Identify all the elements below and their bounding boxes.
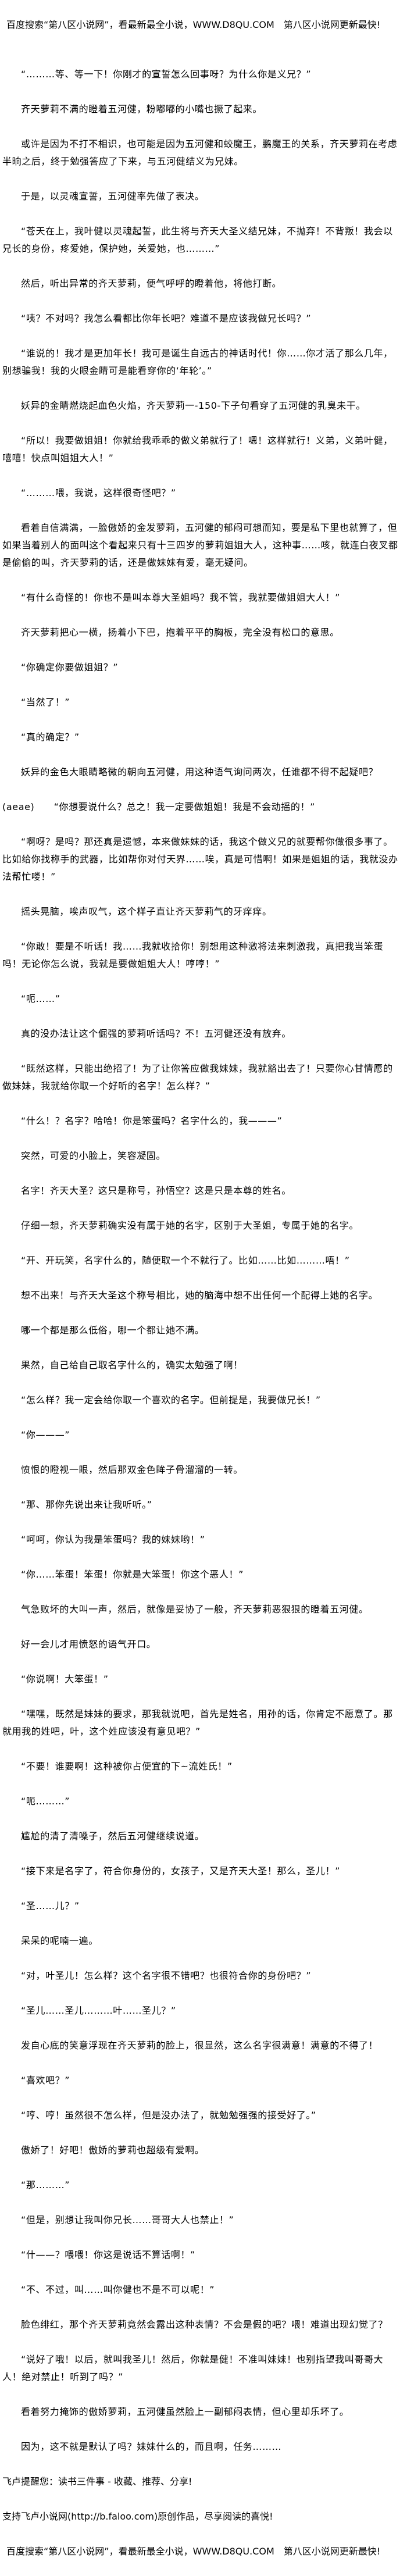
- chapter-paragraph: “………等、等一下！你刚才的宣誓怎么回事呀？为什么你是义兄？”: [21, 69, 312, 80]
- chapter-paragraph: “那………”: [21, 2179, 70, 2190]
- chapter-paragraph: “怎么样？我一定会给你取一个喜欢的名字。但前提是，我要做兄长！”: [21, 1394, 321, 1405]
- chapter-paragraph: 妖异的金睛燃烧起血色火焰，齐天萝莉一-150-下子句看穿了五河健的乳臭未干。: [21, 400, 366, 411]
- chapter-paragraph: 突然，可爱的小脸上，笑容凝固。: [21, 1150, 166, 1161]
- chapter-paragraph: “什——？喂喂！你这是说话不算话啊！”: [21, 2249, 195, 2260]
- chapter-paragraph: “嘿嘿，既然是妹妹的要求，那我就说吧，首先是姓名，用孙的话，你肯定不愿意了。那就…: [2, 1708, 393, 1737]
- chapter-paragraph: 尴尬的清了清嗓子，然后五河健继续说道。: [21, 1831, 205, 1842]
- chapter-paragraph: “当然了！”: [21, 697, 70, 708]
- chapter-paragraph: “咦？不对吗？我怎么看都比你年长吧？难道不是应该我做兄长吗？”: [21, 313, 312, 324]
- chapter-paragraph: 摇头晃脑，唉声叹气，这个样子直让齐天萝莉气的牙痒痒。: [21, 906, 272, 917]
- site-banner-top: 百度搜索“第八区小说网”，看最新最全小说，WWW.D8QU.COM 第八区小说网…: [6, 19, 381, 30]
- chapter-paragraph: 妖异的金色大眼睛略微的朝向五河健，用这种语气询问两次，任谁都不得不起疑吧？: [21, 766, 379, 777]
- chapter-paragraph: 傲娇了！好吧！傲娇的萝莉也超级有爱啊。: [21, 2145, 205, 2156]
- chapter-body: “………等、等一下！你刚才的宣誓怎么回事呀？为什么你是义兄？” 齐天萝莉不满的瞪着…: [2, 66, 402, 2456]
- chapter-paragraph: “所以！我要做姐姐！你就给我乖乖的做义弟就行了！嗯！这样就行！义弟，义弟叶健，嘻…: [2, 435, 393, 463]
- chapter-paragraph: 或许是因为不打不相识，也可能是因为五河健和蛟魔王，鹏魔王的关系，齐天萝莉在考虑半…: [2, 138, 398, 167]
- chapter-paragraph: “那、那你先说出来让我听听。”: [21, 1499, 152, 1510]
- chapter-paragraph: “呃……”: [21, 993, 60, 1004]
- chapter-paragraph: “你敢！要是不听话！我……我就收拾你！别想用这种激将法来刺激我，真把我当笨蛋吗！…: [2, 941, 384, 969]
- faloo-reminder: 飞卢提醒您：读书三件事 - 收藏、推荐、分享!: [2, 2476, 192, 2487]
- chapter-paragraph: “但是，别想让我叫你兄长……哥哥大人也禁止！”: [21, 2214, 234, 2225]
- chapter-paragraph: 仔细一想，齐天萝莉确实没有属于她的名字，区别于大圣姐，专属于她的名字。: [21, 1220, 359, 1231]
- chapter-paragraph: 哪一个都是那么低俗，哪一个都让她不满。: [21, 1325, 205, 1336]
- chapter-paragraph: “谁说的！我才是更加年长！我可是诞生自远古的神话时代！你……你才活了那么几年，别…: [2, 348, 393, 376]
- chapter-paragraph: “有什么奇怪的！你也不是叫本尊大圣姐吗？我不管，我就要做姐姐大人！”: [21, 592, 340, 603]
- chapter-paragraph: “说好了哦！以后，就叫我圣儿！然后，你就是健！不准叫妹妹！也别指望我叫哥哥大人！…: [2, 2354, 384, 2382]
- chapter-paragraph: “开、开玩笑，名字什么的，随便取一个不就行了。比如……比如………唔！”: [21, 1255, 350, 1266]
- chapter-paragraph: “圣儿……圣儿………叶……圣儿？”: [21, 2005, 176, 2016]
- chapter-paragraph: “你———”: [21, 1429, 70, 1440]
- chapter-paragraph: “你说啊！大笨蛋！”: [21, 1674, 109, 1685]
- chapter-paragraph: “对，叶圣儿！怎么样？这个名字很不错吧？也很符合你的身份吧？”: [21, 1970, 312, 1981]
- chapter-paragraph: “真的确定？”: [21, 732, 80, 743]
- chapter-paragraph: 呆呆的呢喃一遍。: [21, 1935, 98, 1946]
- chapter-paragraph: 发自心底的笑意浮现在齐天萝莉的脸上，很显然，这么名字很满意！满意的不得了！: [21, 2040, 379, 2051]
- chapter-paragraph: 齐天萝莉不满的瞪着五河健，粉嘟嘟的小嘴也撅了起来。: [21, 104, 263, 115]
- chapter-paragraph: “你……笨蛋！笨蛋！你就是大笨蛋！你这个恶人！”: [21, 1569, 244, 1580]
- chapter-paragraph: 脸色绯红，那个齐天萝莉竟然会露出这种表情？不会是假的吧？喂！难道出现幻觉了？: [21, 2319, 388, 2330]
- chapter-paragraph: 齐天萝莉把心一横，扬着小下巴，抱着平平的胸板，完全没有松口的意思。: [21, 627, 340, 638]
- chapter-paragraph: 然后，听出异常的齐天萝莉，便气呼呼的瞪着他，将他打断。: [21, 278, 282, 289]
- chapter-paragraph: “圣……儿？”: [21, 1900, 80, 1911]
- chapter-paragraph: “啊呀？是吗？那还真是遗憾，本来做妹妹的话，我这个做义兄的就要帮你做很多事了。比…: [2, 836, 398, 882]
- chapter-paragraph: (aeae) “你想要说什么？总之！我一定要做姐姐！我是不会动摇的！”: [2, 801, 315, 812]
- chapter-paragraph: “哼、哼！虽然很不怎么样，但是没办法了，就勉勉强强的接受好了。”: [21, 2110, 316, 2121]
- chapter-paragraph: “苍天在上，我叶健以灵魂起誓，此生将与齐天大圣义结兄妹，不抛弃！不背叛！我会以兄…: [2, 226, 393, 254]
- chapter-paragraph: 想不出来！与齐天大圣这个称号相比，她的脑海中想不出任何一个配得上她的名字。: [21, 1290, 379, 1301]
- chapter-paragraph: 于是，以灵魂宣誓，五河健率先做了表决。: [21, 191, 205, 202]
- chapter-paragraph: “接下来是名字了，符合你身份的，女孩子，又是齐天大圣！那么，圣儿！”: [21, 1865, 340, 1876]
- chapter-paragraph: 名字！齐天大圣？这只是称号，孙悟空？这是只是本尊的姓名。: [21, 1185, 291, 1196]
- chapter-paragraph: “既然这样，只能出绝招了！为了让你答应做我妹妹，我就豁出去了！只要你心甘情愿的做…: [2, 1063, 393, 1091]
- chapter-paragraph: 真的没办法让这个倔强的萝莉听话吗？不！五河健还没有放弃。: [21, 1028, 291, 1039]
- chapter-paragraph: 看着努力掩饰的傲娇萝莉，五河健虽然脸上一副郁闷表情，但心里却乐坏了。: [21, 2406, 349, 2417]
- chapter-paragraph: 好一会儿才用愤怒的语气开口。: [21, 1639, 156, 1650]
- chapter-paragraph: 果然，自己给自己取名字什么的，确实太勉强了啊！: [21, 1360, 243, 1371]
- chapter-paragraph: 气急败坏的大叫一声，然后，就像是妥协了一般，齐天萝莉恶狠狠的瞪着五河健。: [21, 1604, 369, 1615]
- chapter-paragraph: 因为，这不就是默认了吗？妹妹什么的，而且啊，任务………: [21, 2441, 282, 2452]
- chapter-paragraph: “你确定你要做姐姐？”: [21, 662, 119, 673]
- chapter-paragraph: “不要！谁要啊！这种被你占便宜的下~流姓氏！”: [21, 1761, 233, 1772]
- chapter-paragraph: “什么！？名字？哈哈！你是笨蛋吗？名字什么的，我———”: [21, 1115, 283, 1126]
- chapter-paragraph: “………喂，我说，这样很奇怪吧？”: [21, 487, 176, 498]
- site-banner-bottom: 百度搜索“第八区小说网”，看最新最全小说，WWW.D8QU.COM 第八区小说网…: [6, 2546, 381, 2557]
- chapter-paragraph: 看着自信满满，一脸傲娇的金发萝莉，五河健的郁闷可想而知，要是私下里也就算了，但如…: [2, 522, 398, 568]
- chapter-paragraph: 愤恨的瞪视一眼，然后那双金色眸子骨溜溜的一转。: [21, 1464, 243, 1475]
- chapter-paragraph: “喜欢吧？”: [21, 2075, 70, 2086]
- chapter-paragraph: “呃………”: [21, 1796, 70, 1807]
- faloo-support-notice: 支持飞卢小说网(http://b.faloo.com)原创作品，尽享阅读的喜悦!: [2, 2511, 273, 2522]
- chapter-paragraph: “不、不过，叫……叫你健也不是不可以呢！”: [21, 2284, 215, 2295]
- chapter-paragraph: “呵呵，你认为我是笨蛋吗？我的妹妹哟！”: [21, 1534, 205, 1545]
